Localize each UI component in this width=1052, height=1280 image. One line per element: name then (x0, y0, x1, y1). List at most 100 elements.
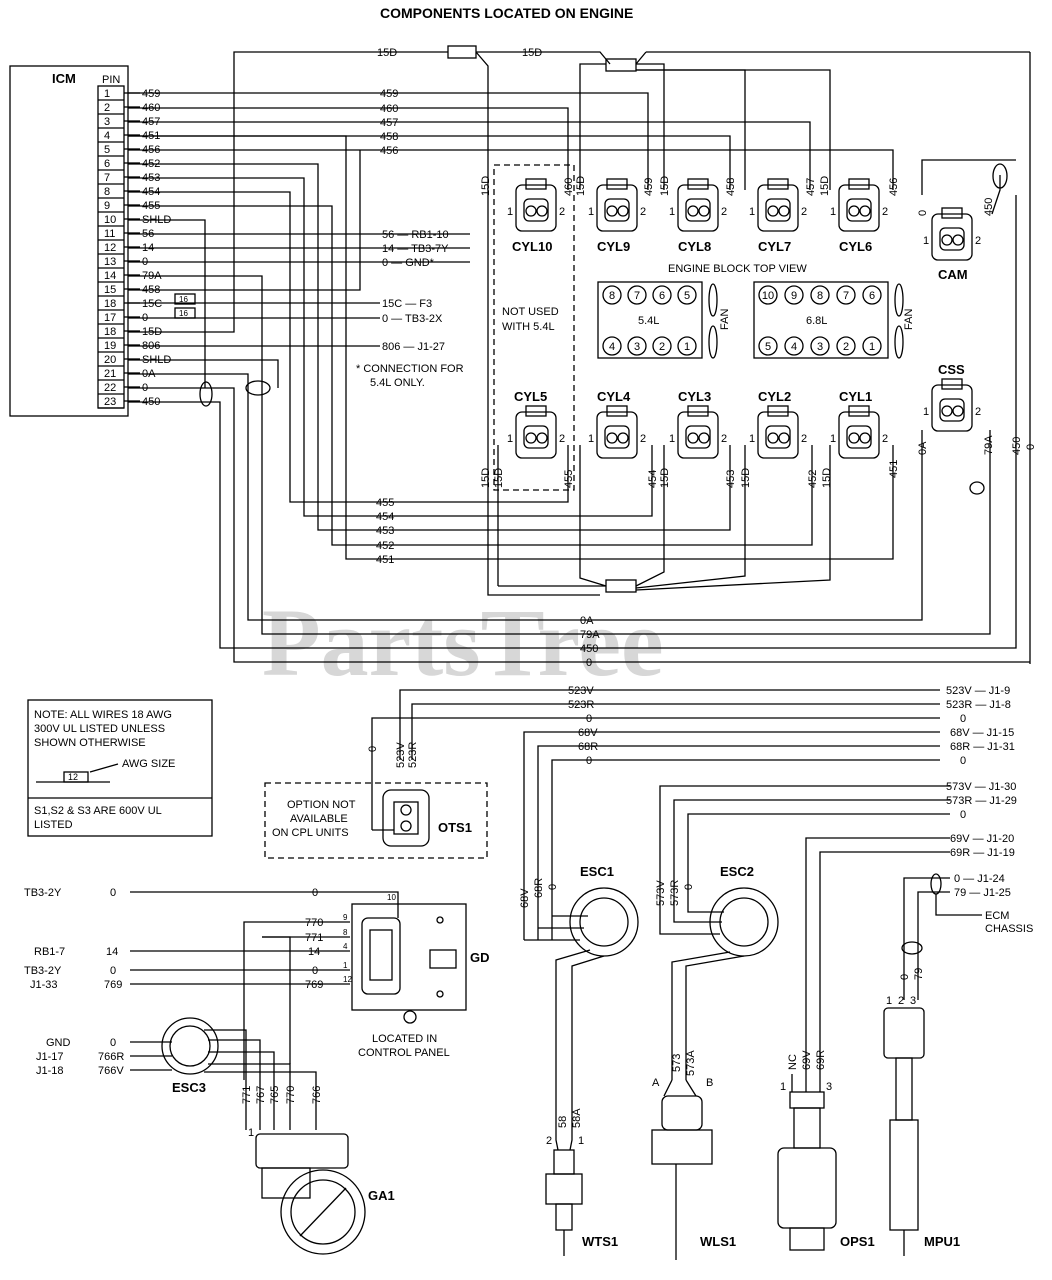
svg-text:9: 9 (343, 913, 348, 922)
sensor-loop-wires: 0A 79A 450 0 (128, 159, 1030, 669)
svg-text:1: 1 (248, 1127, 254, 1139)
svg-text:CONTROL PANEL: CONTROL PANEL (358, 1047, 450, 1059)
svg-text:771: 771 (305, 932, 323, 944)
note-box: NOTE: ALL WIRES 18 AWG 300V UL LISTED UN… (27, 699, 213, 837)
cylinder-position (677, 285, 697, 305)
svg-text:5.4L: 5.4L (638, 315, 659, 327)
cylinder-position (810, 285, 830, 305)
gd-module: GD LOCATED IN CONTROL PANEL TB3-2Y 0 RB1… (24, 887, 490, 1059)
svg-text:456: 456 (380, 145, 398, 157)
svg-text:15D: 15D (480, 468, 492, 488)
svg-text:6.8L: 6.8L (806, 315, 827, 327)
ref-j1-27: 806 — J1-27 (382, 341, 445, 353)
svg-text:WTS1: WTS1 (582, 1234, 618, 1249)
svg-text:A: A (652, 1077, 660, 1089)
icm-pin-number: 14 (104, 270, 116, 282)
cyl9-label: CYL9 (597, 239, 630, 254)
svg-text:OPS1: OPS1 (840, 1234, 875, 1249)
ots-option-box: OPTION NOT AVAILABLE ON CPL UNITS OTS1 0… (264, 742, 488, 859)
svg-text:0: 0 (110, 887, 116, 899)
svg-text:OPTION NOT: OPTION NOT (287, 799, 356, 811)
connector-pin-number: 2 (882, 206, 888, 218)
svg-text:15D: 15D (480, 176, 492, 196)
connector-pin-number: 2 (801, 206, 807, 218)
cyl8-label: CYL8 (678, 239, 711, 254)
svg-text:16: 16 (179, 295, 188, 304)
icm-pin-number: 15 (104, 284, 116, 296)
svg-text:455: 455 (563, 470, 575, 488)
cyl1-label: CYL1 (839, 389, 872, 404)
svg-text:ESC1: ESC1 (580, 864, 614, 879)
icm-pin-number: 12 (104, 242, 116, 254)
svg-text:523R — J1-8: 523R — J1-8 (946, 699, 1011, 711)
svg-text:0: 0 (367, 746, 379, 752)
svg-text:GND: GND (46, 1037, 71, 1049)
svg-text:3: 3 (826, 1081, 832, 1093)
connector-pin-number: 2 (975, 235, 981, 247)
cylinder-position (758, 285, 778, 305)
svg-text:WITH 5.4L: WITH 5.4L (502, 321, 555, 333)
cyl4-label: CYL4 (597, 389, 631, 404)
cylinder-number: 5 (684, 290, 690, 302)
svg-text:79: 79 (913, 968, 925, 980)
icm-pin-number: 21 (104, 368, 116, 380)
connector-pin-number: 2 (721, 206, 727, 218)
svg-text:458: 458 (725, 178, 737, 196)
svg-text:454: 454 (376, 511, 394, 523)
cyl7-label: CYL7 (758, 239, 791, 254)
svg-text:RB1-7: RB1-7 (34, 946, 65, 958)
connector-pin-number: 1 (669, 206, 675, 218)
connector-pin-number: 2 (559, 206, 565, 218)
connector-pin-number: 1 (669, 433, 675, 445)
connection-note-1: * CONNECTION FOR (356, 363, 464, 375)
icm-pin-number: 7 (104, 172, 110, 184)
connector-pin-number: 2 (640, 206, 646, 218)
svg-text:8: 8 (343, 928, 348, 937)
svg-text:ECM: ECM (985, 910, 1009, 922)
svg-text:WLS1: WLS1 (700, 1234, 736, 1249)
svg-text:68R: 68R (578, 741, 598, 753)
cylinder-number: 3 (634, 341, 640, 353)
connector-pin-number: 1 (830, 433, 836, 445)
connector-pin-number: 1 (749, 206, 755, 218)
svg-text:68R — J1-31: 68R — J1-31 (950, 741, 1015, 753)
cylinder-position (784, 336, 804, 356)
svg-text:CHASSIS: CHASSIS (985, 923, 1033, 935)
cyl3-label: CYL3 (678, 389, 711, 404)
connector-pin-number: 1 (830, 206, 836, 218)
icm-pin-number: 23 (104, 396, 116, 408)
svg-text:GA1: GA1 (368, 1188, 395, 1203)
svg-text:573R: 573R (669, 880, 681, 906)
cyl10-label: CYL10 (512, 239, 552, 254)
connector-pin-number: 2 (801, 433, 807, 445)
svg-text:770: 770 (285, 1086, 297, 1104)
svg-text:523R: 523R (568, 699, 594, 711)
svg-text:J1-17: J1-17 (36, 1051, 64, 1063)
connector-pin-number: 2 (559, 433, 565, 445)
svg-text:12: 12 (343, 975, 352, 984)
svg-text:68V: 68V (578, 727, 598, 739)
cylinder-position (677, 336, 697, 356)
svg-text:15D: 15D (819, 176, 831, 196)
svg-text:LOCATED IN: LOCATED IN (372, 1033, 437, 1045)
svg-text:457: 457 (805, 178, 817, 196)
icm-pin-number: 2 (104, 102, 110, 114)
svg-text:459: 459 (380, 88, 398, 100)
icm-pin-number: 22 (104, 382, 116, 394)
svg-text:0A: 0A (917, 441, 929, 455)
icm-pin-number: 18 (104, 326, 116, 338)
svg-text:766V: 766V (98, 1065, 124, 1077)
svg-text:765: 765 (269, 1086, 281, 1104)
bottom-cylinders: CYL5 CYL4 CYL3 CYL2 CYL1 15D 15D 455 454… (480, 389, 900, 488)
svg-text:450: 450 (983, 198, 995, 216)
svg-text:AWG SIZE: AWG SIZE (122, 758, 175, 770)
svg-text:450: 450 (1011, 437, 1023, 455)
svg-text:SHOWN OTHERWISE: SHOWN OTHERWISE (34, 737, 146, 749)
svg-text:79 — J1-25: 79 — J1-25 (954, 887, 1011, 899)
cylinder-position (627, 285, 647, 305)
svg-text:2: 2 (546, 1135, 552, 1147)
svg-text:14: 14 (308, 946, 320, 958)
not-used-box (493, 164, 575, 491)
connector-pin-number: 1 (923, 406, 929, 418)
